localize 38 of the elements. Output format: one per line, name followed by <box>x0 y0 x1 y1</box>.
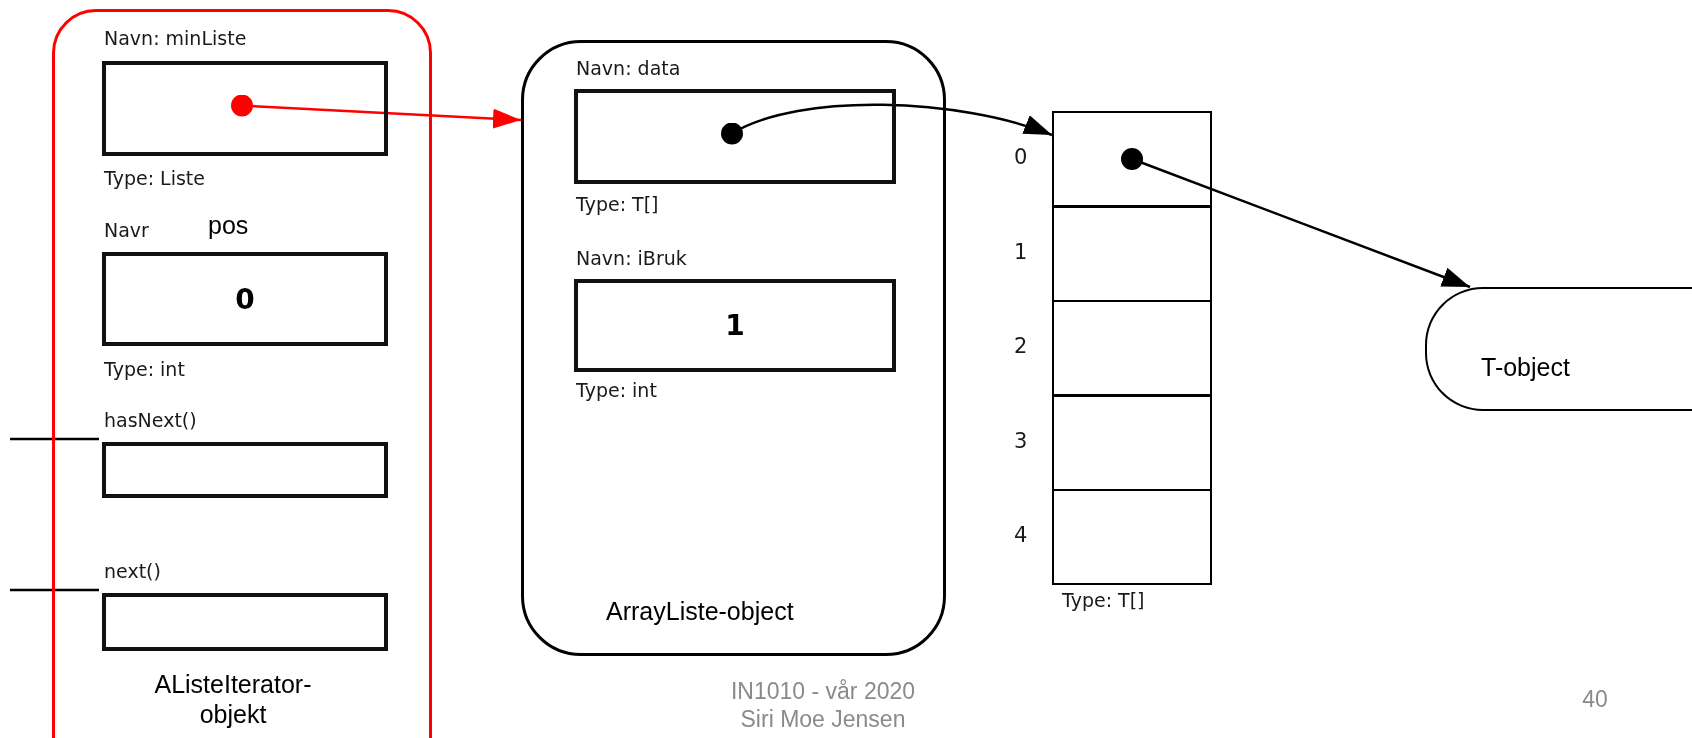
type-label: Type: Liste <box>104 167 205 189</box>
index-label: 3 <box>1014 428 1028 453</box>
pointer-arrow <box>231 94 522 129</box>
index-label: 1 <box>1014 239 1028 264</box>
pointer-arrow <box>1121 148 1471 289</box>
index-label: 4 <box>1014 523 1028 548</box>
object-shape <box>1425 287 1692 411</box>
array-cell <box>1052 205 1212 302</box>
array-cell <box>1052 394 1212 491</box>
field-name: Navn: data <box>576 57 681 79</box>
index-label: 0 <box>1014 145 1028 169</box>
object-label: T-object <box>1481 353 1570 382</box>
method-name: hasNext() <box>104 409 197 431</box>
object-frame <box>52 9 432 738</box>
field-name: pos <box>208 211 249 240</box>
frame-title: AListeIterator- objekt <box>153 669 313 729</box>
pointer-arrow <box>721 103 1053 145</box>
method-name: next() <box>104 560 161 582</box>
connector-line <box>10 437 99 441</box>
field-name: Navn: iBruk <box>576 247 687 269</box>
type-label: Type: T[] <box>1062 589 1145 611</box>
array-cell <box>1052 300 1212 397</box>
connector-line <box>10 588 99 592</box>
value-text: 0 <box>235 282 255 316</box>
type-label: Type: int <box>104 358 185 380</box>
array-cell <box>1052 111 1212 207</box>
footer-text: IN1010 - vår 2020 <box>729 678 917 705</box>
index-label: 2 <box>1014 334 1028 359</box>
array-cell <box>1052 489 1212 586</box>
value-text: 1 <box>725 309 745 342</box>
type-label: Type: T[] <box>576 193 659 215</box>
field-name: Navr <box>104 219 149 241</box>
object-frame <box>521 40 946 656</box>
frame-title: ArrayListe-object <box>606 597 794 626</box>
page-number: 40 <box>1581 686 1609 713</box>
type-label: Type: int <box>576 379 657 401</box>
field-name: Navn: minListe <box>104 27 247 49</box>
footer-text: Siri Moe Jensen <box>739 706 907 733</box>
